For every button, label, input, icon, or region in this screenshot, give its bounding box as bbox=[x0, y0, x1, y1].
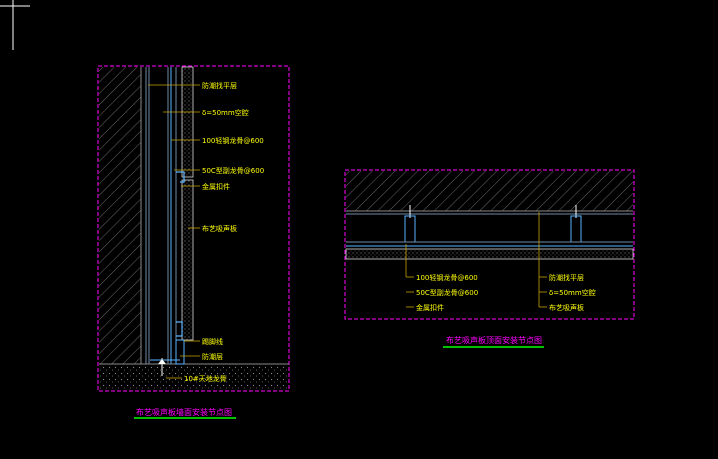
label-trim: 踢脚线 bbox=[202, 337, 223, 346]
label-panel: 布艺吸声板 bbox=[202, 224, 237, 233]
ceiling-acoustic-panel bbox=[345, 248, 634, 260]
label-keel-main: 100轻钢龙骨@600 bbox=[202, 136, 264, 145]
ceiling-label-air-layer: δ=50mm空腔 bbox=[549, 288, 596, 297]
label-air-layer: δ=50mm空腔 bbox=[202, 108, 249, 117]
ceiling-label-keel-main: 100轻钢龙骨@600 bbox=[416, 273, 478, 282]
ceiling-section-frame bbox=[344, 169, 635, 320]
metal-clip-lower bbox=[176, 321, 183, 337]
floor-slab bbox=[99, 364, 288, 390]
label-clip: 金属扣件 bbox=[202, 182, 230, 191]
ceiling-keel-right bbox=[570, 215, 582, 243]
ceiling-label-panel: 布艺吸声板 bbox=[549, 303, 584, 312]
acoustic-panel-lower bbox=[181, 179, 194, 341]
ceiling-label-leveling: 防潮找平层 bbox=[549, 273, 584, 282]
concrete-wall bbox=[99, 67, 141, 364]
label-leveling: 防潮找平层 bbox=[202, 81, 237, 90]
ucs-crosshair-icon bbox=[0, 0, 30, 50]
label-base: 防潮层 bbox=[202, 352, 223, 361]
ceiling-keel-left bbox=[404, 215, 416, 243]
label-floor-keel: 10#天地龙骨 bbox=[184, 374, 227, 383]
ceiling-label-clip: 金属扣件 bbox=[416, 303, 444, 312]
acoustic-panel-upper bbox=[181, 66, 194, 178]
ceiling-label-keel-sub: 50C型副龙骨@600 bbox=[416, 288, 478, 297]
label-keel-sub: 50C型副龙骨@600 bbox=[202, 166, 264, 175]
ceiling-section-title: 布艺吸声板顶面安装节点图 bbox=[446, 335, 542, 345]
metal-clip-upper bbox=[176, 171, 185, 183]
skirting-board bbox=[175, 339, 185, 365]
ceiling-slab bbox=[346, 171, 633, 211]
wall-section-title: 布艺吸声板墙面安装节点图 bbox=[136, 407, 232, 417]
wall-section-detail: 防潮找平层 δ=50mm空腔 100轻钢龙骨@600 50C型副龙骨@600 金… bbox=[97, 65, 290, 419]
ceiling-section-detail: 100轻钢龙骨@600 50C型副龙骨@600 金属扣件 防潮找平层 δ=50m… bbox=[344, 169, 635, 348]
